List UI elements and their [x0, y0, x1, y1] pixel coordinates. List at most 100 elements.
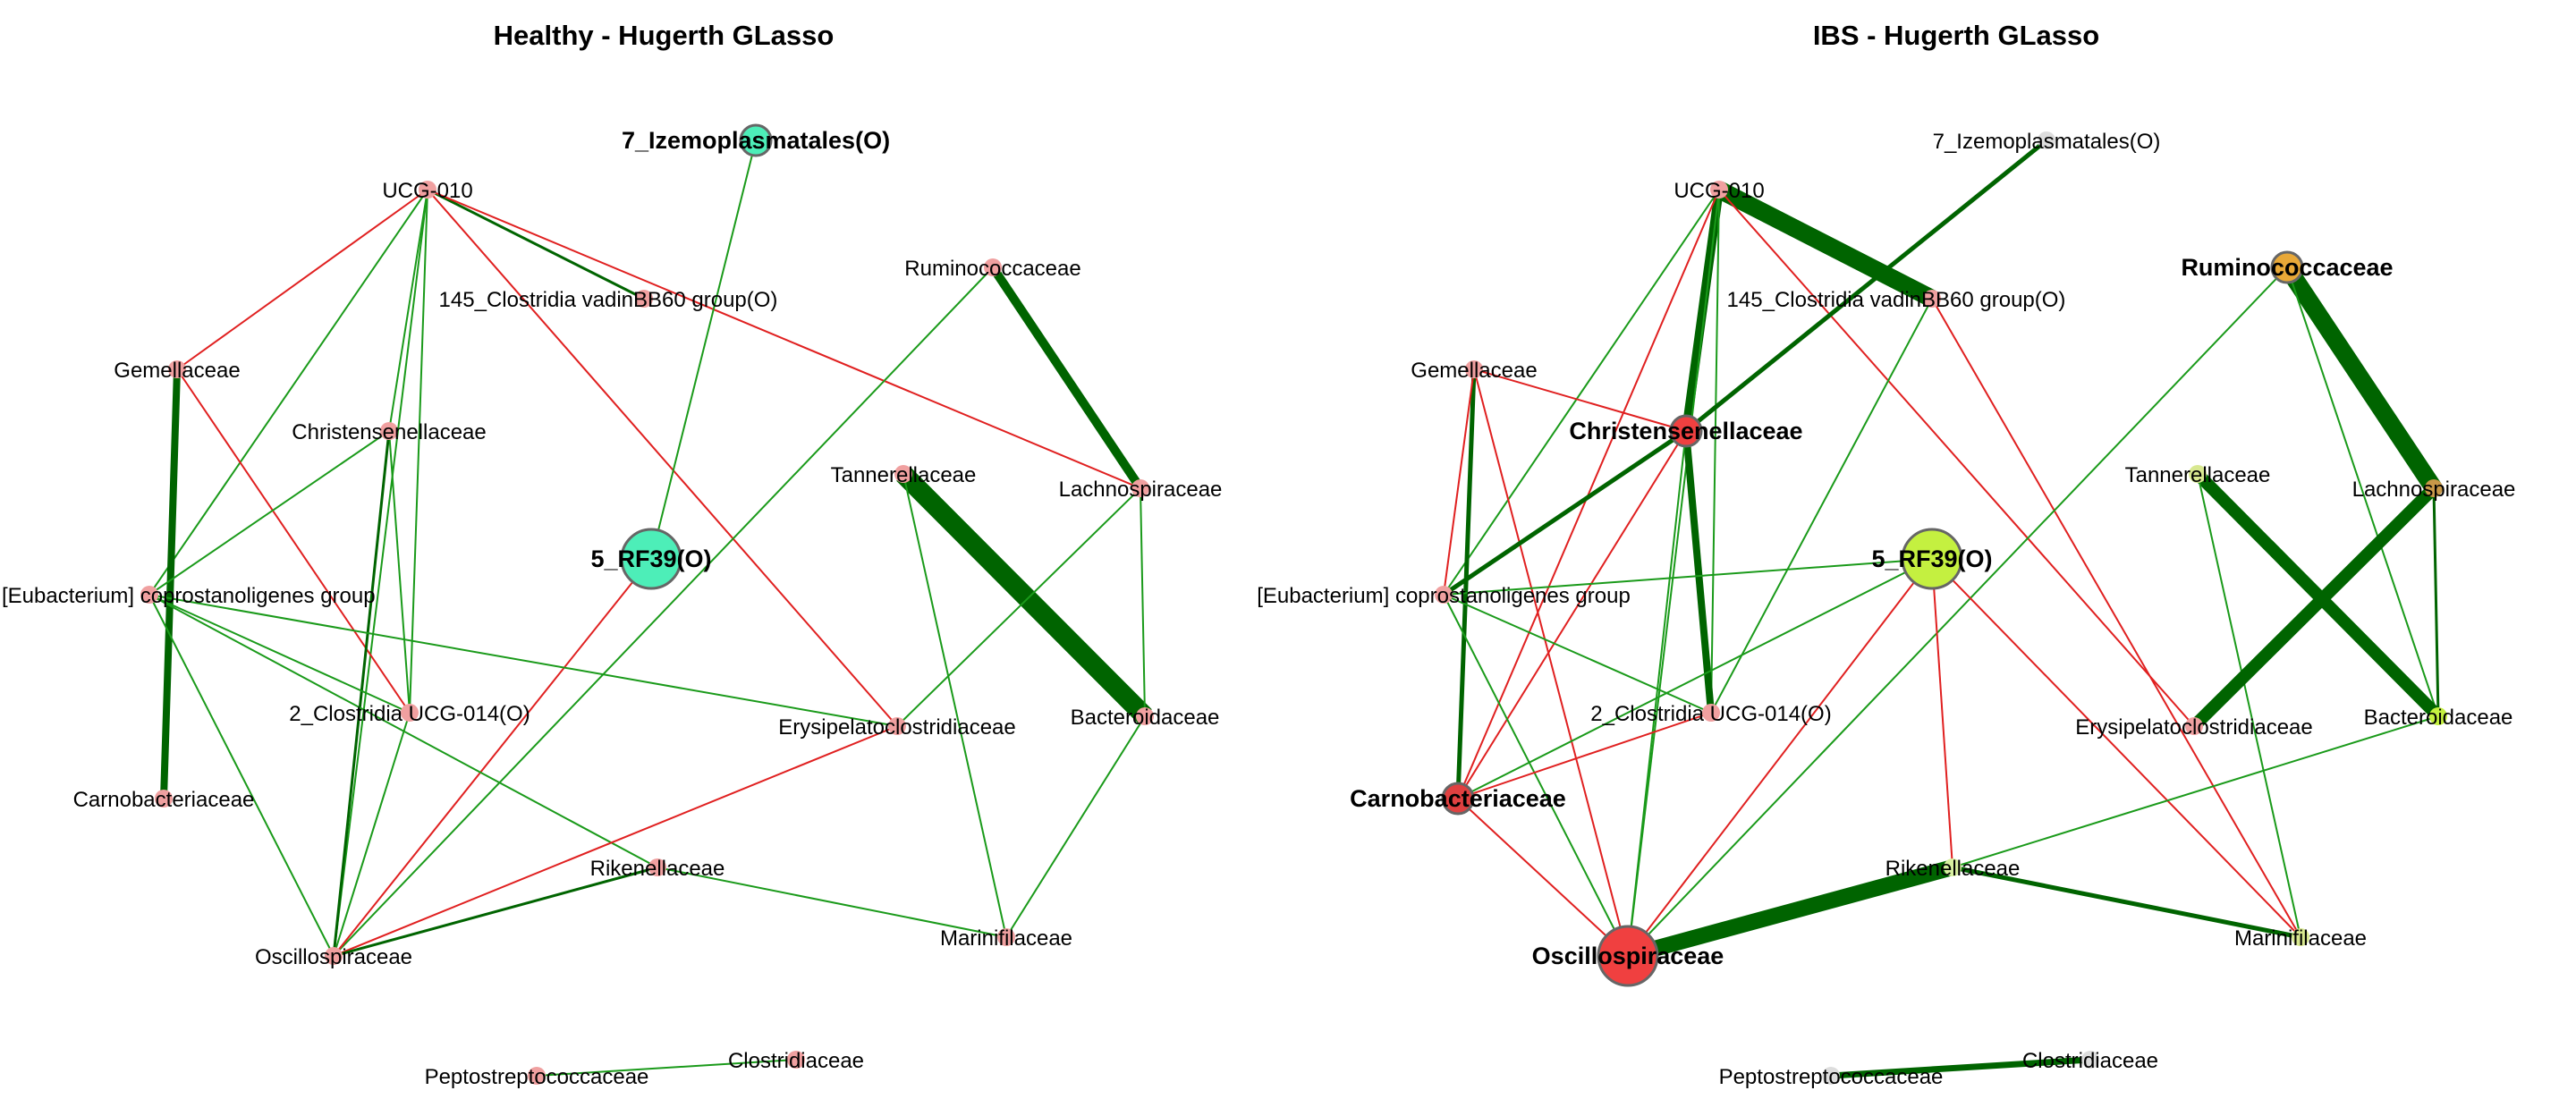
node-label-ucg010: UCG-010 [382, 179, 472, 203]
node-label-oscil: Oscillospiraceae [255, 945, 412, 969]
node-rumino [2270, 250, 2304, 284]
edge-christ-carno [1457, 430, 1687, 799]
edge-tanner-marini [902, 473, 1007, 938]
node-bacter [1136, 707, 1154, 725]
edge-christ-oscil [332, 430, 391, 957]
node-label-rumino: Ruminococcaceae [904, 257, 1080, 281]
edge-ucg010-erysi [1718, 189, 2195, 727]
node-eubac [140, 586, 158, 604]
node-ucg010 [419, 181, 436, 199]
edge-lachno-bacter [1140, 487, 1146, 717]
node-lachno [2425, 479, 2443, 497]
node-label-erysi: Erysipelatoclostridiaceae [2075, 715, 2312, 740]
edge-christ-c2ucg014 [1682, 430, 1715, 714]
node-clos145 [1923, 290, 1941, 308]
edge-eubac-oscil [1443, 594, 1629, 957]
node-label-clostr: Clostridiaceae [2022, 1049, 2158, 1073]
node-christ [1669, 414, 1703, 448]
edge-lachno-erysi [2190, 484, 2438, 731]
edge-rf39-carno [1457, 558, 1933, 799]
node-label-bacter: Bacteroidaceae [2364, 706, 2513, 730]
edge-eubac-c2ucg014 [148, 594, 411, 714]
node-clos145 [635, 290, 653, 308]
edge-ucg010-oscil [333, 189, 428, 957]
node-tanner [2189, 465, 2207, 483]
edge-eubac-erysi [148, 594, 898, 727]
edge-carno-oscil [1457, 798, 1629, 957]
edge-c2ucg014-oscil [333, 712, 411, 957]
edge-rumino-lachno [2279, 262, 2442, 494]
edge-gemel-eubac [1443, 368, 1475, 596]
edge-ucg010-carno [1457, 189, 1720, 799]
node-label-eubac: [Eubacterium] coprostanoligenes group [2, 584, 376, 608]
edge-ucg010-oscil [1627, 189, 1720, 957]
node-erysi [2185, 717, 2203, 735]
node-pepto [528, 1067, 546, 1085]
edge-lachno-erysi [896, 487, 1141, 727]
edge-christ-eubac [1442, 428, 1688, 597]
edge-gemel-christ [1473, 368, 1687, 432]
node-gemel [168, 360, 186, 378]
edge-clos145-c2ucg014 [1710, 298, 1933, 714]
node-label-tanner: Tannerellaceae [831, 463, 977, 487]
node-riken [1944, 858, 1962, 876]
node-label-carno: Carnobacteriaceae [73, 788, 255, 812]
node-label-clostr: Clostridiaceae [728, 1049, 864, 1073]
edge-rf39-eubac [1443, 558, 1933, 596]
node-label-c2ucg014: 2_Clostridia UCG-014(O) [1590, 702, 1831, 726]
node-label-izemo: 7_Izemoplasmatales(O) [622, 127, 890, 154]
edge-rumino-bacter [2286, 266, 2439, 717]
edge-christ-oscil [1627, 430, 1687, 957]
node-label-c2ucg014: 2_Clostridia UCG-014(O) [289, 702, 530, 726]
node-ucg010 [1710, 181, 1728, 199]
healthy-network-panel: 7_Izemoplasmatales(O) UCG-010 145_Clostrid… [2, 123, 1223, 1089]
edge-rf39-marini [1931, 558, 2301, 938]
edge-riken-oscil [333, 866, 658, 958]
edge-riken-marini [657, 867, 1007, 938]
node-label-tanner: Tannerellaceae [2125, 463, 2271, 487]
node-label-christ: Christensenellaceae [292, 420, 486, 444]
node-label-erysi: Erysipelatoclostridiaceae [778, 715, 1015, 740]
edge-gemel-oscil [1473, 368, 1629, 957]
node-bacter [2429, 707, 2447, 725]
edge-riken-marini [1952, 865, 2301, 940]
edge-eubac-c2ucg014 [1443, 594, 1712, 714]
node-rumino [984, 258, 1002, 276]
node-gemel [1465, 360, 1483, 378]
node-izemo [2038, 131, 2055, 149]
node-riken [648, 858, 666, 876]
node-c2ucg014 [401, 704, 419, 722]
node-clostr [2081, 1051, 2099, 1069]
edge-clos145-marini [1931, 298, 2301, 938]
node-carno [1441, 782, 1475, 816]
node-label-clos145: 145_Clostridia vadinBB60 group(O) [1727, 288, 2066, 312]
edge-erysi-oscil [333, 725, 898, 957]
node-label-bacter: Bacteroidaceae [1071, 706, 1220, 730]
edge-rumino-lachno [988, 265, 1145, 491]
node-label-oscil: Oscillospiraceae [1532, 943, 1724, 969]
node-rf39 [620, 528, 682, 590]
node-clostr [787, 1051, 805, 1069]
node-lachno [1131, 479, 1149, 497]
node-label-riken: Rikenellaceae [590, 857, 725, 881]
node-marini [2292, 928, 2309, 946]
edge-tanner-marini [2197, 473, 2301, 938]
edge-christ-c2ucg014 [388, 430, 411, 714]
edge-clostr-pepto [536, 1059, 797, 1077]
node-erysi [888, 717, 906, 735]
node-label-clos145: 145_Clostridia vadinBB60 group(O) [439, 288, 778, 312]
node-label-lachno: Lachnospiraceae [1059, 478, 1223, 502]
node-eubac [1435, 586, 1453, 604]
node-label-marini: Marinifilaceae [940, 926, 1072, 951]
node-label-rf39: 5_RF39(O) [1871, 545, 1992, 572]
node-christ [380, 422, 398, 440]
node-label-carno: Carnobacteriaceae [1350, 785, 1566, 812]
node-izemo [739, 123, 773, 157]
node-carno [155, 790, 173, 807]
node-label-ucg010: UCG-010 [1674, 179, 1764, 203]
healthy-panel-title: Healthy - Hugerth GLasso [494, 20, 835, 51]
edge-ucg010-gemel [176, 189, 428, 370]
node-label-izemo: 7_Izemoplasmatales(O) [1933, 130, 2161, 154]
node-oscil [1597, 925, 1659, 987]
